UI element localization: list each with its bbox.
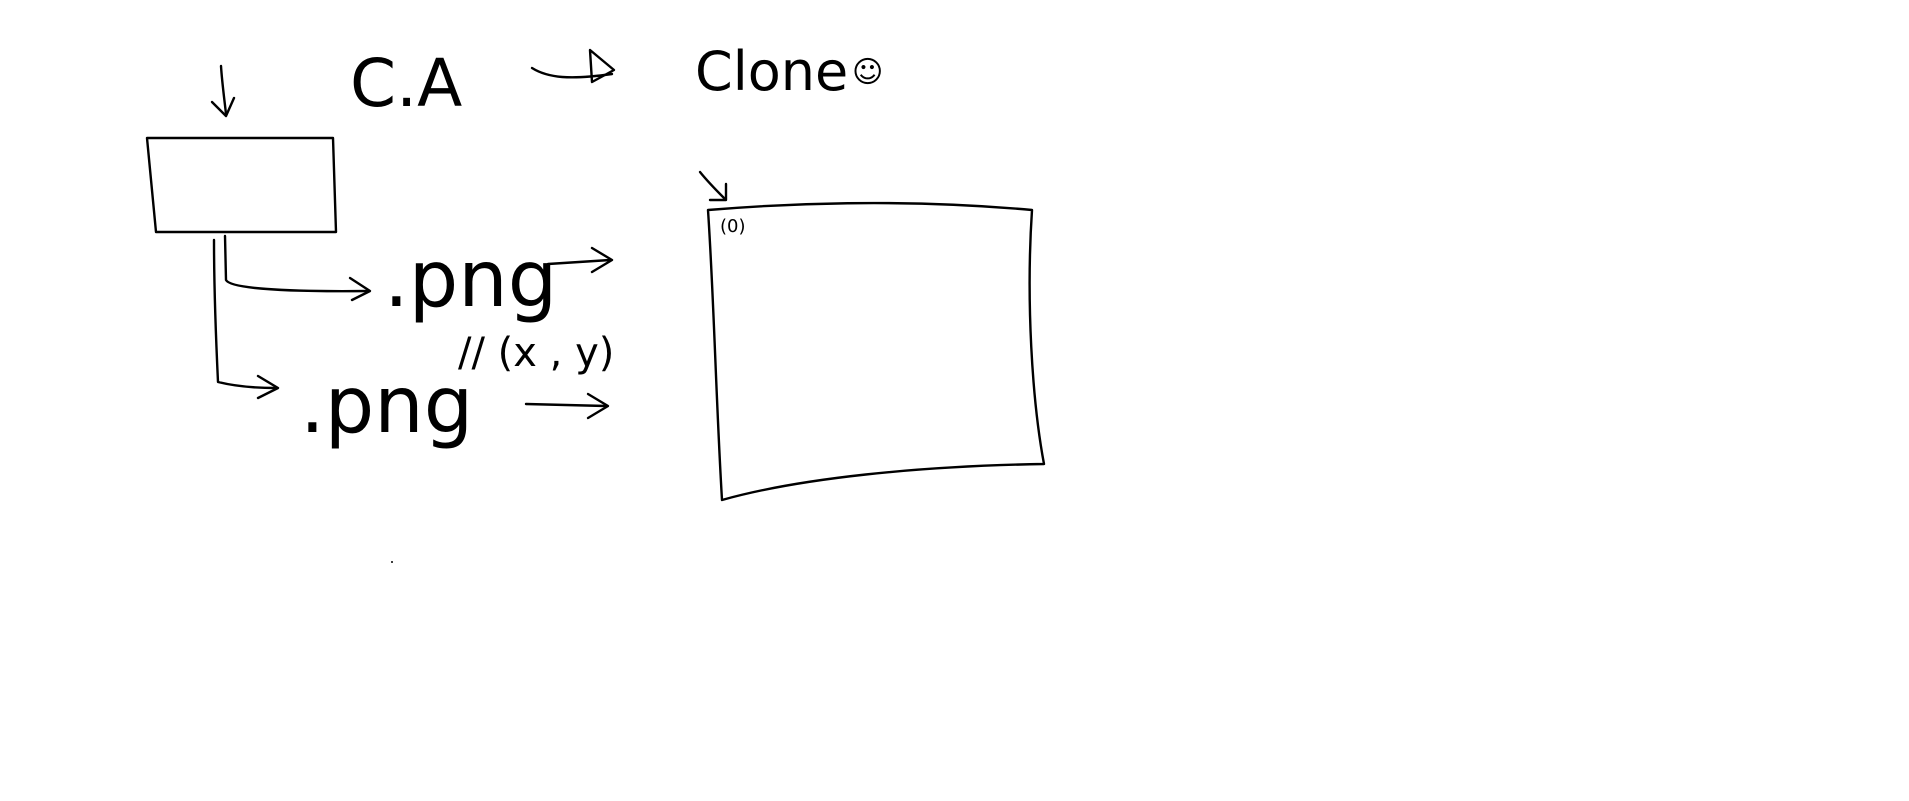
title-arrow [530,48,616,84]
connector-upper [223,234,372,302]
stray-dot [391,561,393,563]
output-png-2: .png [300,361,473,451]
output-png-1: .png [384,235,557,325]
coordinate-note: // (x , y) [458,330,614,376]
smiley-icon: ☺ [852,55,883,90]
title-ca: C.A [350,45,462,122]
title-clone: Clone [695,40,848,103]
arrow-png-2 [524,392,610,420]
arrow-png-1 [546,246,614,274]
source-box [145,136,338,234]
input-arrow [210,64,236,118]
connector-lower [212,238,280,400]
canvas-origin-label: (0) [720,216,746,237]
origin-arrow [698,170,728,202]
target-canvas-box [706,201,1046,502]
